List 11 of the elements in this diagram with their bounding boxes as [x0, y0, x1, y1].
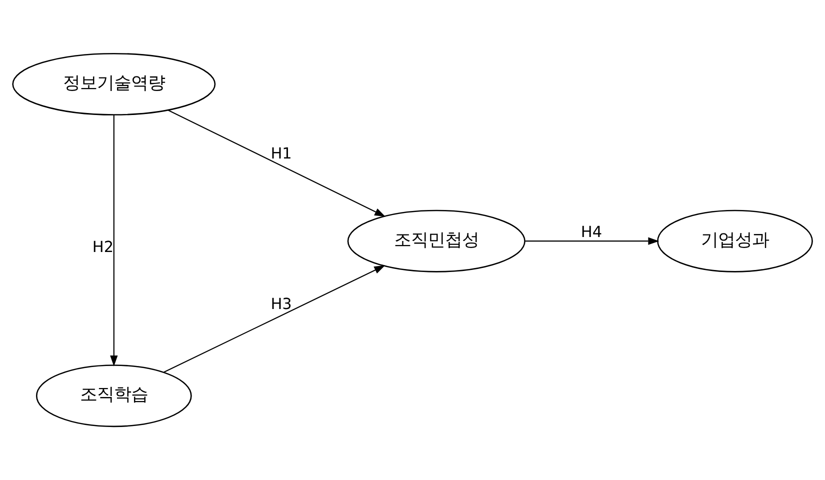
arrow	[525, 237, 660, 245]
edge-label: H3	[270, 294, 292, 313]
edge-label: H2	[92, 238, 114, 256]
arrow	[110, 115, 118, 366]
edge-label: H1	[270, 144, 292, 162]
node-ellipse: 조직학습	[36, 364, 192, 428]
edge-label: H4	[580, 222, 602, 241]
node-ellipse: 기업성과	[657, 210, 813, 272]
arrow	[164, 265, 386, 373]
node-ellipse: 정보기술역량	[12, 52, 216, 116]
arrow	[168, 110, 386, 217]
